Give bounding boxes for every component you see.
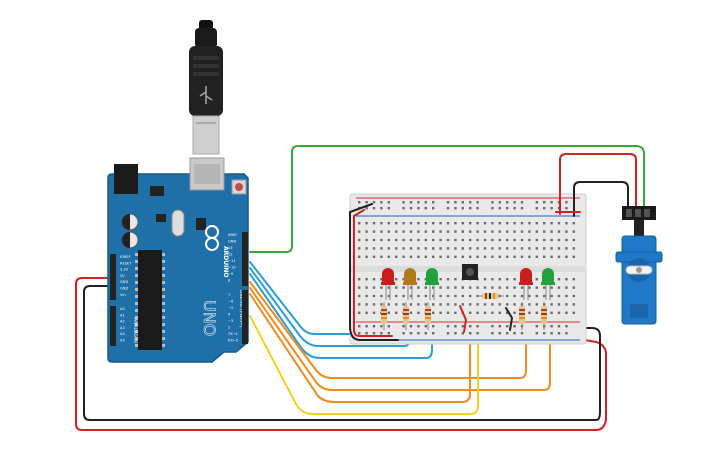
wire-servo-signal-green[interactable] bbox=[249, 145, 645, 253]
led-red[interactable] bbox=[381, 268, 395, 300]
wire-blue-3[interactable] bbox=[249, 273, 433, 359]
pin-label: ~3 bbox=[228, 319, 233, 323]
pin-label: GND bbox=[120, 287, 128, 291]
servo-horn-icon[interactable] bbox=[625, 265, 653, 275]
bb-wire-black[interactable] bbox=[349, 203, 399, 341]
wire-orange-2[interactable] bbox=[249, 287, 551, 391]
arduino-logo-icon bbox=[205, 225, 219, 251]
atmega-chip bbox=[138, 250, 162, 350]
power-header[interactable] bbox=[110, 254, 116, 300]
wire-orange-1[interactable] bbox=[249, 281, 527, 379]
pin-label: 8 bbox=[228, 279, 231, 283]
pin-label: A3 bbox=[120, 326, 125, 330]
bb-wire-red[interactable] bbox=[353, 209, 393, 337]
pin-label: A4 bbox=[120, 332, 125, 336]
usb-cable[interactable] bbox=[189, 20, 223, 155]
pin-label: ~5 bbox=[228, 306, 233, 310]
pin-label: RX←0 bbox=[228, 339, 239, 343]
pin-label: 4 bbox=[228, 313, 231, 317]
resistor[interactable] bbox=[425, 302, 431, 330]
wire-5v-red[interactable] bbox=[75, 277, 607, 431]
led-green[interactable] bbox=[541, 268, 555, 300]
analog-label: ANALOG IN bbox=[132, 318, 138, 343]
pin-label: A0 bbox=[120, 307, 125, 311]
pin-label: A2 bbox=[120, 320, 125, 324]
resistor[interactable] bbox=[541, 302, 547, 330]
pin-label: IOREF bbox=[120, 255, 131, 259]
pin-label: 12 bbox=[228, 253, 233, 257]
reset-button[interactable] bbox=[231, 179, 247, 195]
power-jack bbox=[114, 164, 138, 194]
servo-wire-red[interactable] bbox=[559, 153, 637, 215]
pushbutton[interactable] bbox=[462, 264, 478, 280]
usb-icon bbox=[199, 86, 213, 104]
pin-label: GND bbox=[120, 280, 128, 284]
pin-label: ~6 bbox=[228, 300, 234, 304]
pin-label: TX→1 bbox=[227, 332, 238, 336]
resistor[interactable] bbox=[519, 302, 525, 330]
pin-label: RESET bbox=[120, 261, 132, 265]
pin-label: GND bbox=[228, 240, 236, 244]
bb-wire-black-2[interactable] bbox=[505, 307, 514, 331]
pin-label: A5 bbox=[120, 339, 125, 343]
digital-header-top[interactable] bbox=[242, 232, 248, 286]
wire-orange-3[interactable] bbox=[249, 293, 471, 403]
pin-label: 3.3V bbox=[120, 268, 129, 272]
pin-label: ~9 bbox=[228, 272, 234, 276]
digital-label: DIGITAL (PWM~) bbox=[238, 290, 244, 328]
crystal-icon bbox=[171, 209, 185, 237]
pin-label: 2 bbox=[228, 326, 230, 330]
capacitor-icon bbox=[121, 213, 139, 249]
analog-header[interactable] bbox=[110, 306, 116, 346]
led-green[interactable] bbox=[425, 268, 439, 300]
pin-label: Vin bbox=[120, 293, 126, 297]
pin-label: ~11 bbox=[228, 259, 236, 263]
digital-header-bottom[interactable] bbox=[242, 290, 248, 344]
pin-label: 5V bbox=[120, 274, 125, 278]
bb-wire-red-2[interactable] bbox=[459, 305, 468, 333]
wire-yellow[interactable] bbox=[249, 315, 479, 415]
brand-label: ARDUINO bbox=[222, 246, 229, 277]
led-amber[interactable] bbox=[403, 268, 417, 300]
pin-label: 7 bbox=[228, 293, 230, 297]
pin-label: AREF bbox=[228, 233, 237, 237]
resistor[interactable] bbox=[476, 293, 504, 299]
model-label: UNO bbox=[200, 300, 219, 336]
pin-label: 13 bbox=[228, 246, 233, 250]
resistor[interactable] bbox=[381, 302, 387, 330]
wire-gnd-black[interactable] bbox=[83, 285, 601, 421]
resistor[interactable] bbox=[403, 302, 409, 330]
arduino-uno-board[interactable]: ARDUINO UNO DIGITAL (PWM~) ANALOG IN ARE… bbox=[107, 157, 249, 363]
pin-label: A1 bbox=[120, 313, 125, 317]
servo-wire-black[interactable] bbox=[573, 181, 629, 217]
led-red[interactable] bbox=[519, 268, 533, 300]
micro-servo[interactable] bbox=[615, 206, 663, 325]
pin-label: ~10 bbox=[228, 266, 236, 270]
